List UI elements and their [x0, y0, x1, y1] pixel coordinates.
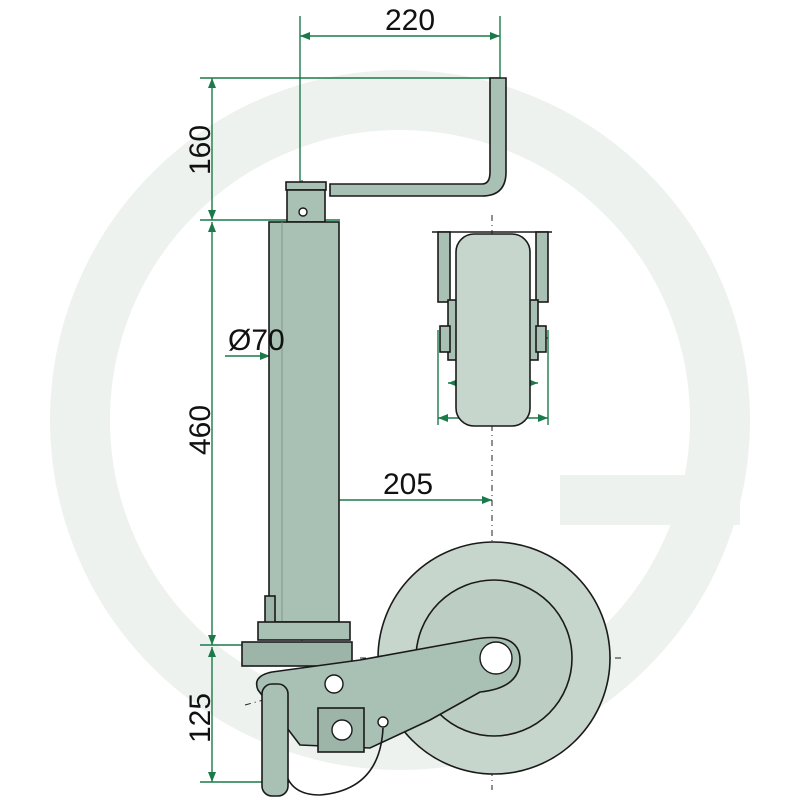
wheel-side-view: [432, 231, 552, 427]
dimension-labels: 220 160 Ø70 460 205 125: [184, 4, 435, 743]
swing-arm: [255, 636, 521, 796]
dim-tube-height: 460: [184, 405, 217, 455]
dim-tube-diameter: Ø70: [228, 324, 285, 357]
dim-handle-height: 160: [184, 125, 217, 175]
watermark-logo: [50, 70, 750, 770]
dim-foot-height: 125: [184, 693, 217, 743]
crank-handle: [285, 77, 507, 223]
dim-top-width: 220: [385, 4, 435, 37]
main-tube: [241, 221, 353, 667]
locking-pin: [261, 683, 289, 797]
dim-wheel-offset: 205: [383, 468, 433, 501]
